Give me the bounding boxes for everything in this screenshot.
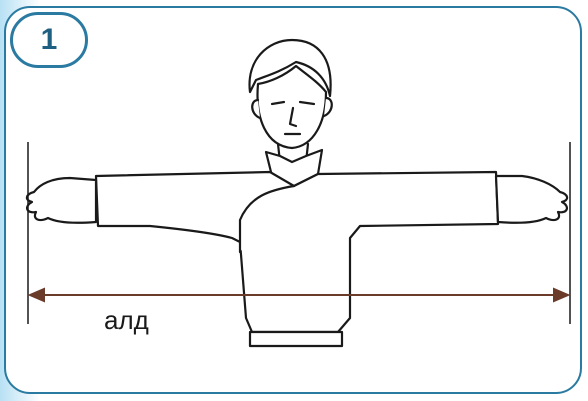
- face: [258, 66, 326, 148]
- robe-sash: [250, 332, 342, 346]
- arm-span-label: алд: [104, 305, 149, 336]
- robe-body: [96, 172, 498, 332]
- step-number: 1: [41, 23, 58, 57]
- right-hand: [496, 176, 567, 223]
- step-number-badge: 1: [10, 12, 88, 68]
- left-hand: [27, 178, 96, 223]
